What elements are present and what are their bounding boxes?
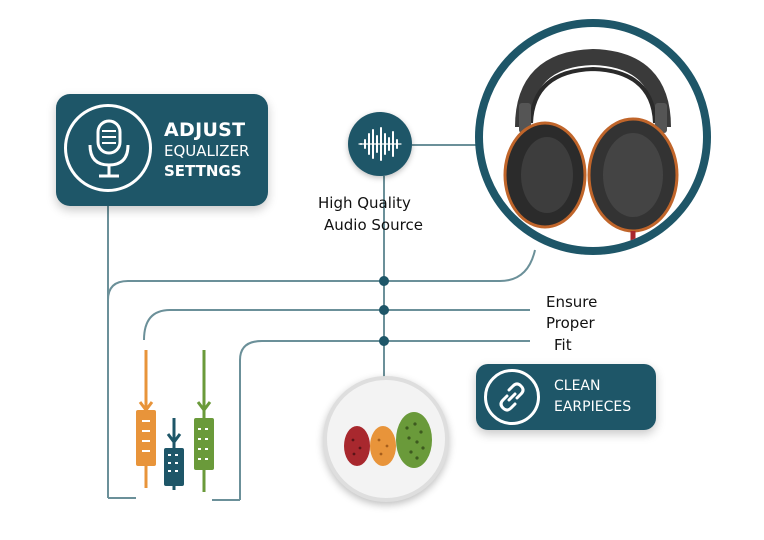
link-icon: [484, 369, 540, 425]
junction-dot: [379, 305, 389, 315]
junction-dot: [379, 336, 389, 346]
clean-earpieces-label: CLEAN EARPIECES: [554, 376, 631, 418]
adjust-equalizer-label: ADJUST EQUALIZER SETTNGS: [164, 118, 249, 181]
earpieces-text: EARPIECES: [554, 399, 632, 415]
waveform-icon: [348, 112, 412, 176]
clean-earpieces-card: CLEAN EARPIECES: [476, 364, 656, 430]
fit-line-2: Proper: [546, 314, 595, 333]
earbuds-icon: [323, 376, 449, 502]
junction-dot: [379, 276, 389, 286]
clean-text: CLEAN: [554, 378, 601, 394]
audio-source-label: High Quality Audio Source: [318, 193, 458, 237]
equalizer-text: EQUALIZER: [164, 142, 250, 161]
adjust-text: ADJUST: [164, 119, 246, 141]
equalizer-sliders-icon: [136, 350, 214, 492]
headphones-icon: [475, 19, 711, 255]
settings-text: SETTNGS: [164, 161, 242, 180]
fit-line-1: Ensure: [546, 293, 598, 311]
source-line-1: High Quality: [318, 194, 411, 212]
fit-line-3: Fit: [554, 335, 572, 354]
adjust-equalizer-card: ADJUST EQUALIZER SETTNGS: [56, 94, 268, 206]
proper-fit-label: Ensure Proper Fit: [546, 292, 656, 356]
source-line-2: Audio Source: [324, 215, 423, 234]
microphone-icon: [64, 104, 152, 192]
